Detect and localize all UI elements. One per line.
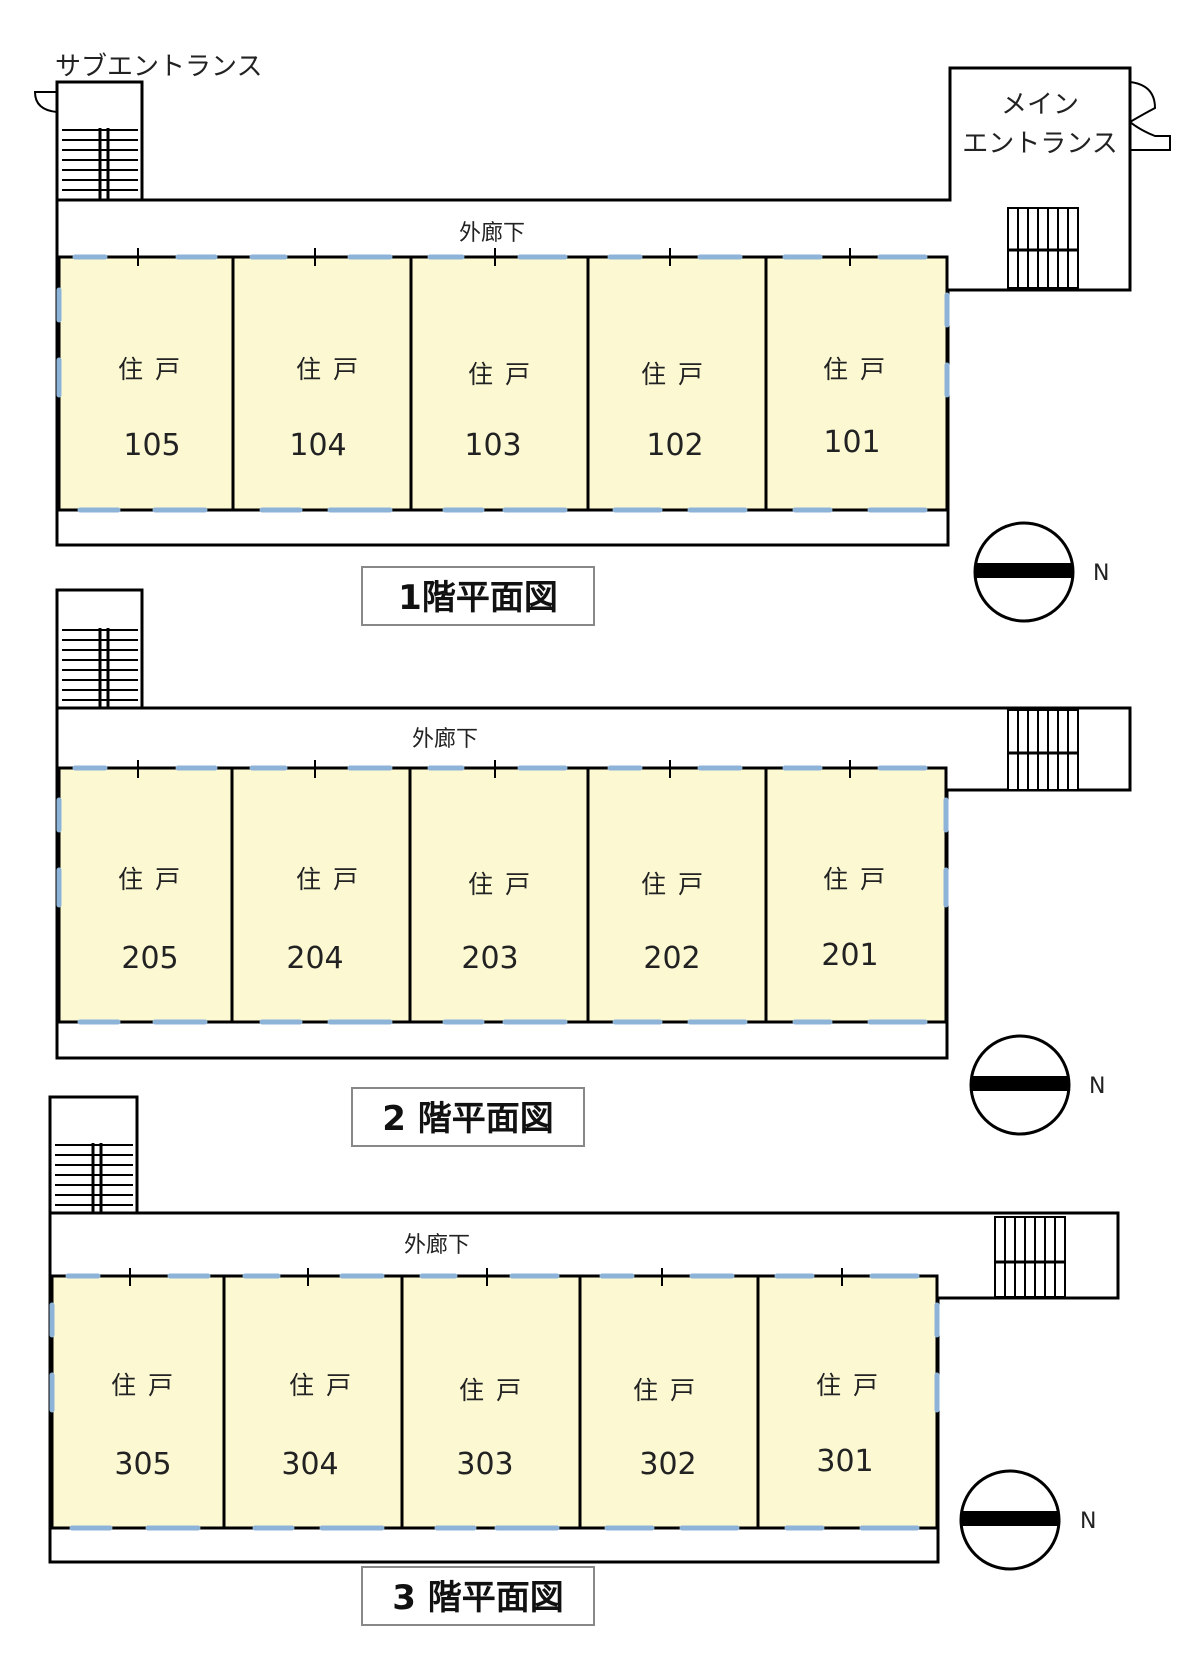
- floor-1-plan: [33, 66, 1171, 626]
- floor-1-corridor-wall: [55, 66, 1132, 547]
- floor-3-door-ticks: [129, 1268, 843, 1286]
- floor-3-unit-301: [756, 1274, 939, 1530]
- unit-number: 305: [114, 1447, 171, 1482]
- floor-1-sub-entrance-door-icon: [33, 91, 58, 113]
- floor-2-west-stairs-icon: [62, 628, 138, 708]
- unit-type-label: 住 戸: [459, 1376, 523, 1405]
- main-entrance-label-line1: メイン: [1001, 90, 1079, 120]
- floor-3-unit-303: [400, 1274, 582, 1530]
- unit-number: 101: [823, 425, 880, 460]
- north-label: N: [1093, 561, 1109, 586]
- unit-number: 202: [643, 941, 700, 976]
- floor-3-windows: [49, 1273, 940, 1531]
- floor-1-unit-102: [586, 255, 768, 512]
- floor-2-unit-205: [57, 766, 234, 1024]
- floor-2-windows: [56, 765, 949, 1025]
- floor-3-title-box: [361, 1566, 595, 1626]
- floor-2-title: 2 階平面図: [382, 1099, 554, 1139]
- floor-2-corridor-label: 外廊下: [412, 727, 478, 752]
- unit-type-label: 住 戸: [816, 1371, 880, 1400]
- floor-2-east-stairs-icon: [1007, 709, 1079, 791]
- floor-2-plan: [55, 588, 1132, 1147]
- unit-number: 104: [289, 428, 346, 463]
- unit-type-label: 住 戸: [296, 865, 360, 894]
- unit-number: 205: [121, 941, 178, 976]
- unit-type-label: 住 戸: [118, 865, 182, 894]
- unit-number: 201: [821, 938, 878, 973]
- floor-3-plan: [48, 1095, 1120, 1626]
- unit-type-label: 住 戸: [641, 360, 705, 389]
- floor-1-unit-105: [57, 255, 235, 512]
- floor-3-unit-305: [50, 1274, 226, 1530]
- sub-entrance-label: サブエントランス: [55, 52, 262, 82]
- floor-3-east-stairs-icon: [994, 1216, 1066, 1298]
- floor-2-door-ticks: [137, 760, 851, 778]
- unit-number: 203: [461, 941, 518, 976]
- floor-1-corridor-label: 外廊下: [459, 221, 525, 246]
- unit-type-label: 住 戸: [641, 870, 705, 899]
- unit-type-label: 住 戸: [111, 1371, 175, 1400]
- floor-2-unit-201: [764, 766, 948, 1024]
- floor-1-title: 1階平面図: [398, 578, 558, 618]
- unit-number: 204: [286, 941, 343, 976]
- unit-type-label: 住 戸: [289, 1371, 353, 1400]
- unit-number: 102: [646, 428, 703, 463]
- floor-1-windows: [56, 254, 950, 513]
- floor-2-unit-203: [408, 766, 590, 1024]
- unit-type-label: 住 戸: [823, 355, 887, 384]
- floor-3-corridor-label: 外廊下: [404, 1233, 470, 1258]
- floor-1-west-stairs-icon: [62, 128, 138, 200]
- floor-1-door-ticks: [137, 248, 851, 266]
- floor-3-unit-304: [222, 1274, 404, 1530]
- floor-1-main-entrance-door-icon: [1129, 81, 1171, 151]
- unit-number: 103: [464, 428, 521, 463]
- floor-3-north-arrow-icon: [959, 1469, 1061, 1571]
- north-label: N: [1089, 1074, 1105, 1099]
- main-entrance-label-line2: エントランス: [962, 129, 1117, 159]
- unit-number: 105: [123, 428, 180, 463]
- north-label: N: [1080, 1509, 1096, 1534]
- floor-3-unit-302: [578, 1274, 760, 1530]
- floor-3-west-stairs-icon: [55, 1143, 133, 1213]
- floor-2-title-box: [351, 1087, 585, 1147]
- floor-2-unit-204: [230, 766, 412, 1024]
- unit-number: 304: [281, 1447, 338, 1482]
- floor-2-north-arrow-icon: [969, 1034, 1071, 1136]
- unit-type-label: 住 戸: [468, 360, 532, 389]
- unit-type-label: 住 戸: [296, 355, 360, 384]
- unit-type-label: 住 戸: [823, 865, 887, 894]
- floor-1-title-box: [361, 566, 595, 626]
- floor-3-title: 3 階平面図: [392, 1578, 564, 1618]
- unit-type-label: 住 戸: [633, 1376, 697, 1405]
- unit-number: 303: [456, 1447, 513, 1482]
- unit-type-label: 住 戸: [118, 355, 182, 384]
- floor-1-east-stairs-icon: [1007, 207, 1079, 289]
- unit-number: 302: [639, 1447, 696, 1482]
- unit-type-label: 住 戸: [468, 870, 532, 899]
- unit-number: 301: [816, 1444, 873, 1479]
- floor-1-north-arrow-icon: [973, 521, 1075, 623]
- floor-2-unit-202: [586, 766, 768, 1024]
